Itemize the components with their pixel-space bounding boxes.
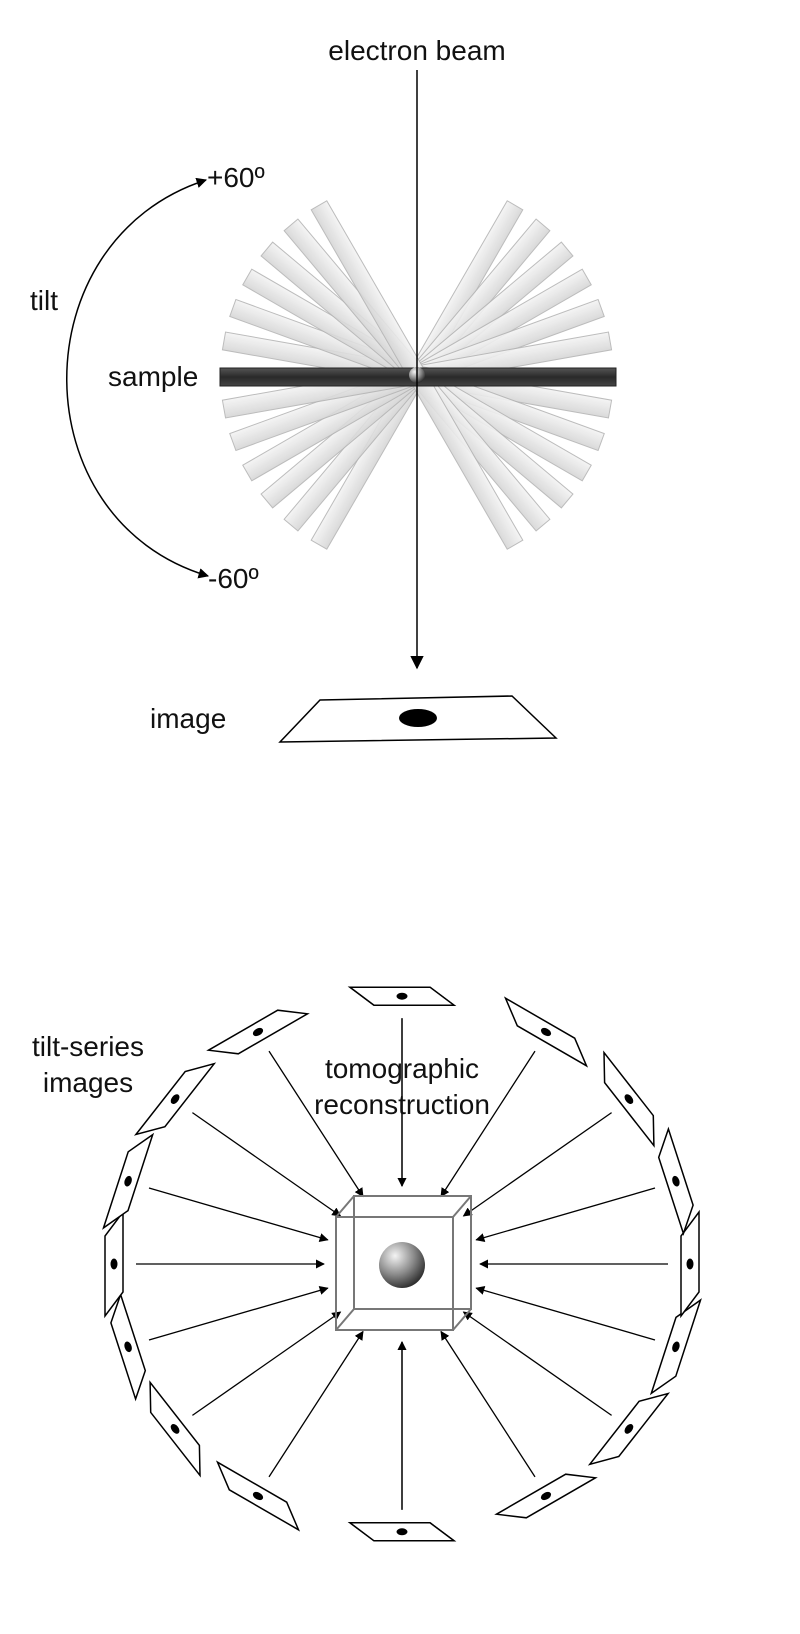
image-spot: [624, 1094, 634, 1104]
tilt-series-label-line2: images: [43, 1067, 133, 1098]
projection-arrow: [462, 1112, 612, 1217]
projection-arrow: [475, 1286, 656, 1341]
tilt-label: tilt: [30, 285, 58, 316]
tomographic-label-line1: tomographic: [325, 1053, 479, 1084]
image-spot: [110, 1258, 118, 1270]
projection-arrow: [440, 1050, 536, 1198]
image-spot: [124, 1175, 132, 1187]
tilt-minus-label: -60º: [208, 563, 259, 594]
projection-arrows: [136, 1018, 668, 1510]
projection-arrow: [148, 1187, 329, 1242]
image-spot: [672, 1175, 680, 1187]
reconstruction-cube: [335, 1195, 472, 1331]
image-spot: [396, 992, 408, 1000]
electron-beam-label: electron beam: [328, 35, 505, 66]
image-spot: [686, 1258, 694, 1270]
projection-arrow: [462, 1311, 612, 1416]
image-spot: [252, 1027, 264, 1037]
projection-arrow: [192, 1112, 342, 1217]
image-spot: [170, 1094, 180, 1104]
projection-arrow: [268, 1330, 364, 1478]
sample-label: sample: [108, 361, 198, 392]
tomographic-label-line2: reconstruction: [314, 1089, 490, 1120]
image-label: image: [150, 703, 226, 734]
tilt-arc-arrow: [66, 177, 210, 579]
image-spot: [124, 1341, 132, 1353]
reconstructed-sphere: [379, 1242, 425, 1288]
image-spot: [170, 1424, 180, 1434]
tilt-series-images: [102, 986, 702, 1542]
image-spot: [672, 1341, 680, 1353]
projection-arrow: [475, 1187, 656, 1242]
tilt-series-label-line1: tilt-series: [32, 1031, 144, 1062]
image-spot: [540, 1027, 552, 1037]
projection-arrow: [148, 1286, 329, 1341]
tilt-plus-label: +60º: [207, 162, 265, 193]
image-spot: [396, 1528, 408, 1536]
image-spot: [399, 709, 437, 727]
projection-arrow: [440, 1330, 536, 1478]
image-spot: [624, 1424, 634, 1434]
projection-arrow: [192, 1311, 342, 1416]
image-spot: [540, 1491, 552, 1501]
image-spot: [252, 1491, 264, 1501]
projection-arrow: [268, 1050, 364, 1198]
